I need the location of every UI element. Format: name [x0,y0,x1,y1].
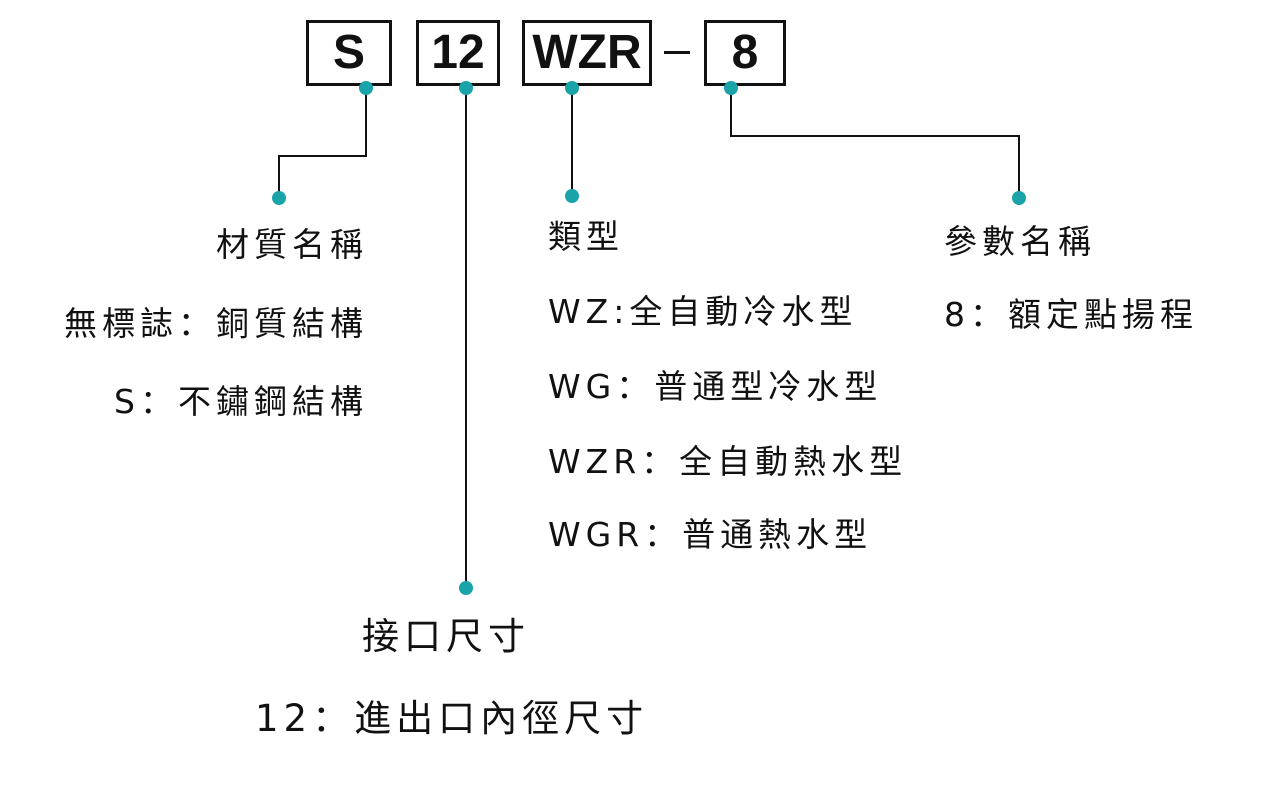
code-part-param: 8 [731,26,759,79]
dot-param-bottom [1012,191,1026,205]
dot-size-bottom [459,581,473,595]
size-line-1: 12：進出口內徑尺寸 [255,697,649,740]
material-line-1: 無標誌：銅質結構 [64,304,368,343]
size-title: 接口尺寸 [362,615,530,658]
type-line-3: WZR：全自動熱水型 [548,442,908,481]
code-box-size: 12 [416,20,500,86]
param-line-1: 8：額定點揚程 [944,295,1198,334]
code-part-type: WZR [532,26,642,79]
dot-type-bottom [565,189,579,203]
material-line-2: S：不鏽鋼結構 [114,382,368,421]
code-box-material: S [306,20,392,86]
material-title: 材質名稱 [216,225,368,264]
type-line-2: WG：普通型冷水型 [548,367,883,406]
dot-size-top [459,81,473,95]
type-title: 類型 [548,217,624,256]
code-separator-dash [664,51,690,54]
code-part-size: 12 [431,26,485,79]
dot-material-bottom [272,191,286,205]
connector-param [730,88,1020,198]
code-box-param: 8 [704,20,786,86]
dot-type-top [565,81,579,95]
type-line-1: WZ:全自動冷水型 [548,292,858,331]
dot-param-top [724,81,738,95]
code-box-type: WZR [522,20,652,86]
type-line-4: WGR：普通熱水型 [548,515,873,554]
connector-material [278,88,367,198]
param-title: 參數名稱 [944,222,1096,261]
code-part-material: S [332,26,365,79]
dot-material-top [359,81,373,95]
